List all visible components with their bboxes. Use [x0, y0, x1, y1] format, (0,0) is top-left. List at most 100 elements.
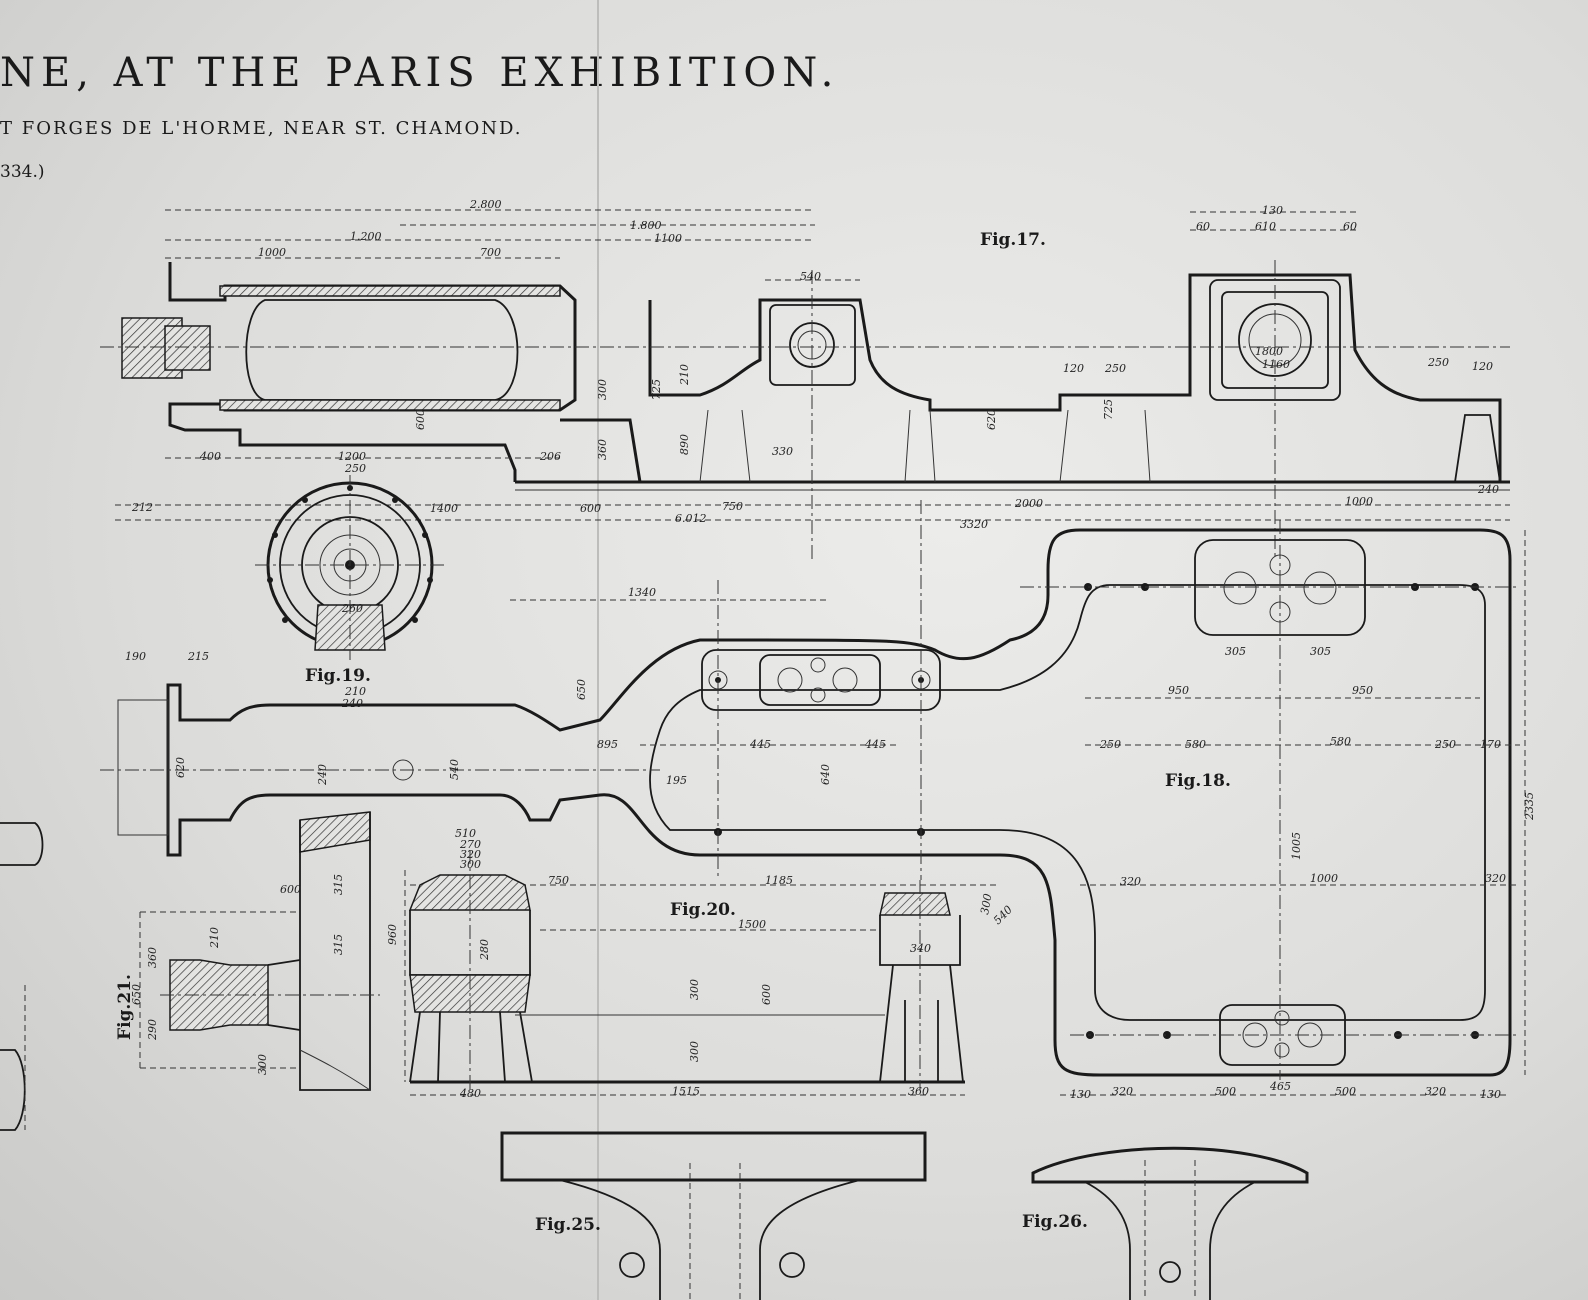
fig26-pedestal	[1031, 1146, 1309, 1300]
dim-label: 750	[548, 874, 569, 887]
dim-label: 1185	[765, 874, 793, 887]
dim-label: 1000	[1345, 495, 1373, 508]
dim-label: 250	[1427, 356, 1449, 369]
dim-label: 950	[1352, 684, 1373, 697]
dim-label: 650	[130, 984, 143, 1005]
dim-label: 206	[539, 450, 561, 463]
fig20-elevation	[404, 850, 965, 1096]
fig25-pedestal	[500, 1131, 927, 1300]
dim-label: 60	[1343, 220, 1357, 233]
dim-label: 210	[208, 927, 221, 949]
dim-label: 500	[1215, 1085, 1236, 1098]
dim-label: 120	[1063, 362, 1084, 375]
dim-label: 130	[1070, 1088, 1091, 1101]
dim-label: 600	[760, 984, 773, 1005]
dim-label: 320	[1112, 1085, 1133, 1098]
dim-label: 1500	[738, 918, 766, 931]
dim-label: 215	[187, 650, 209, 663]
dim-label: 895	[597, 738, 618, 751]
fig21-section	[139, 811, 380, 1091]
dim-label: 540	[800, 270, 821, 283]
fig20-label: Fig.20.	[670, 900, 736, 920]
fig18-plan	[100, 500, 1526, 1096]
dim-label: 1400	[430, 502, 458, 515]
dim-label: 260	[341, 602, 363, 615]
dim-label: 320	[1425, 1085, 1446, 1098]
dim-label: 280	[478, 939, 491, 961]
dim-label: 290	[146, 1019, 159, 1041]
dim-label: 300	[688, 979, 701, 1000]
dim-label: 240	[341, 697, 363, 710]
dim-label: 600	[280, 883, 301, 896]
dim-label: 300	[596, 379, 609, 400]
dim-label: 305	[1225, 645, 1246, 658]
dim-label: 1.800	[630, 219, 662, 232]
dim-label: 725	[1102, 399, 1115, 420]
dim-label: 210	[344, 685, 366, 698]
plate-subtitle: T FORGES DE L'HORME, NEAR ST. CHAMOND.	[0, 118, 523, 139]
dim-label: 240	[316, 764, 329, 786]
dim-label: 60	[1196, 220, 1210, 233]
dim-label: 360	[596, 439, 609, 460]
dim-label: 2000	[1014, 497, 1043, 510]
dim-label: 360	[146, 947, 159, 968]
dim-label: 500	[1335, 1085, 1356, 1098]
dim-label: 480	[459, 1087, 481, 1100]
dim-label: 950	[1168, 684, 1189, 697]
fig17-elevation	[100, 209, 1510, 560]
dim-label: 250	[1434, 738, 1456, 751]
dim-label: 270	[459, 838, 481, 851]
edge-fragments	[0, 822, 44, 1131]
dim-label: 1200	[338, 450, 366, 463]
dim-label: 3320	[960, 518, 988, 531]
dim-label: 1.200	[350, 230, 382, 243]
dim-label: 120	[1472, 360, 1493, 373]
fig21-label: Fig.21.	[115, 974, 135, 1040]
dim-label: 250	[1099, 738, 1121, 751]
fig19-flange	[255, 475, 445, 660]
dim-label: 340	[910, 942, 931, 955]
dim-label: 750	[722, 500, 743, 513]
dim-label: 725	[650, 379, 663, 400]
dim-label: 620	[985, 409, 998, 430]
dim-label: 170	[1480, 738, 1501, 751]
dimension-labels: 2.800 1.800 1100 1.200 1000 700 540 130 …	[125, 198, 1536, 1101]
dim-label: 445	[749, 738, 771, 751]
page-fold-line	[597, 0, 599, 1300]
dim-label: 445	[864, 738, 886, 751]
dim-label: 600	[580, 502, 601, 515]
dim-label: 240	[1477, 483, 1499, 496]
dim-label: 250	[344, 462, 366, 475]
dim-label: 465	[1269, 1080, 1291, 1093]
dim-label: 540	[448, 759, 461, 780]
dim-label: 190	[125, 650, 146, 663]
dim-label: 210	[678, 364, 691, 386]
dim-label: 130	[1262, 204, 1283, 217]
dim-label: 1160	[1262, 358, 1290, 371]
dim-label: 2.800	[469, 198, 502, 211]
dim-label: 300	[688, 1041, 701, 1062]
dim-label: 2335	[1523, 792, 1536, 821]
dim-label: 130	[1480, 1088, 1501, 1101]
fig17-label: Fig.17.	[980, 230, 1046, 250]
dim-label: 960	[386, 924, 399, 945]
dim-label: 1100	[654, 232, 682, 245]
dim-label: 320	[460, 848, 481, 861]
dim-label: 620	[174, 757, 187, 778]
dim-label: 320	[1485, 872, 1506, 885]
dim-label: 650	[575, 679, 588, 700]
fig18-label: Fig.18.	[1165, 771, 1231, 791]
dim-label: 320	[1120, 875, 1141, 888]
dim-label: 580	[1185, 738, 1206, 751]
dim-label: 890	[678, 434, 691, 455]
fig19-label: Fig.19.	[305, 666, 371, 686]
dim-label: 1000	[1310, 872, 1338, 885]
dim-label: 1515	[672, 1085, 700, 1098]
dim-label: 1800	[1255, 345, 1283, 358]
dim-label: 1340	[628, 586, 656, 599]
plate-title: NE, AT THE PARIS EXHIBITION.	[0, 50, 840, 96]
dim-label: 400	[199, 450, 221, 463]
dim-label: 640	[819, 764, 832, 785]
